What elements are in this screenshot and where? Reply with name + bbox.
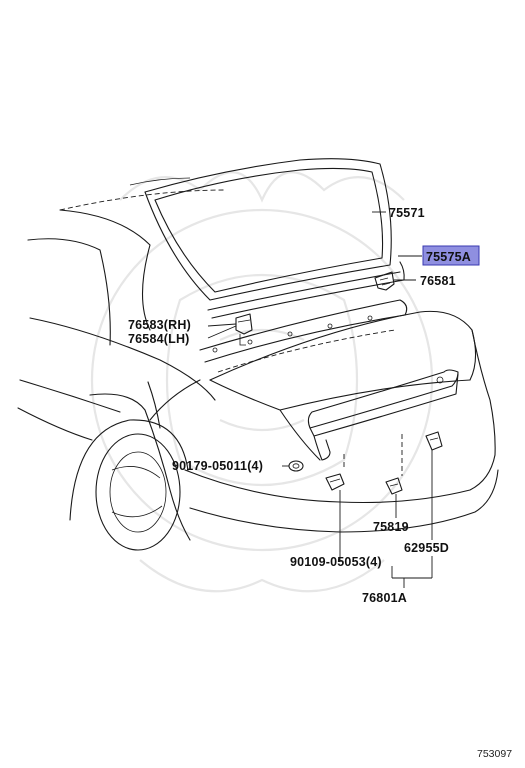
diagram-id: 753097 — [477, 748, 512, 760]
label-62955d[interactable]: 62955D — [404, 541, 449, 555]
rear-window-moulding[interactable] — [207, 261, 405, 319]
label-75571[interactable]: 75571 — [389, 206, 425, 220]
rear-window-glass[interactable] — [129, 158, 392, 301]
clip-62955d-icon[interactable] — [425, 431, 443, 451]
label-90109[interactable]: 90109-05053(4) — [290, 555, 382, 569]
highlight-box-75575a — [422, 245, 480, 266]
nut-90179-icon[interactable] — [288, 460, 304, 472]
label-75819[interactable]: 75819 — [373, 520, 409, 534]
leader-lines — [207, 211, 433, 588]
label-76583-rh[interactable]: 76583(RH) — [128, 318, 191, 332]
bracket-76581-icon[interactable] — [374, 271, 395, 291]
label-76801a[interactable]: 76801A — [362, 591, 407, 605]
label-75575a[interactable]: 75575A — [426, 250, 471, 264]
deck-holes — [212, 315, 373, 353]
car-body-outline — [17, 189, 499, 551]
label-76584-lh[interactable]: 76584(LH) — [128, 332, 190, 346]
stud-90109-icon[interactable] — [325, 473, 345, 491]
clip-75819-icon[interactable] — [385, 477, 403, 495]
rear-garnish-panel[interactable] — [307, 369, 459, 461]
clip-76583-icon[interactable] — [235, 313, 253, 346]
label-90179[interactable]: 90179-05011(4) — [172, 459, 263, 473]
part-labels: 75571 75575A 76581 76583(RH) 76584(LH) 9… — [128, 206, 512, 760]
label-76581[interactable]: 76581 — [420, 274, 456, 288]
